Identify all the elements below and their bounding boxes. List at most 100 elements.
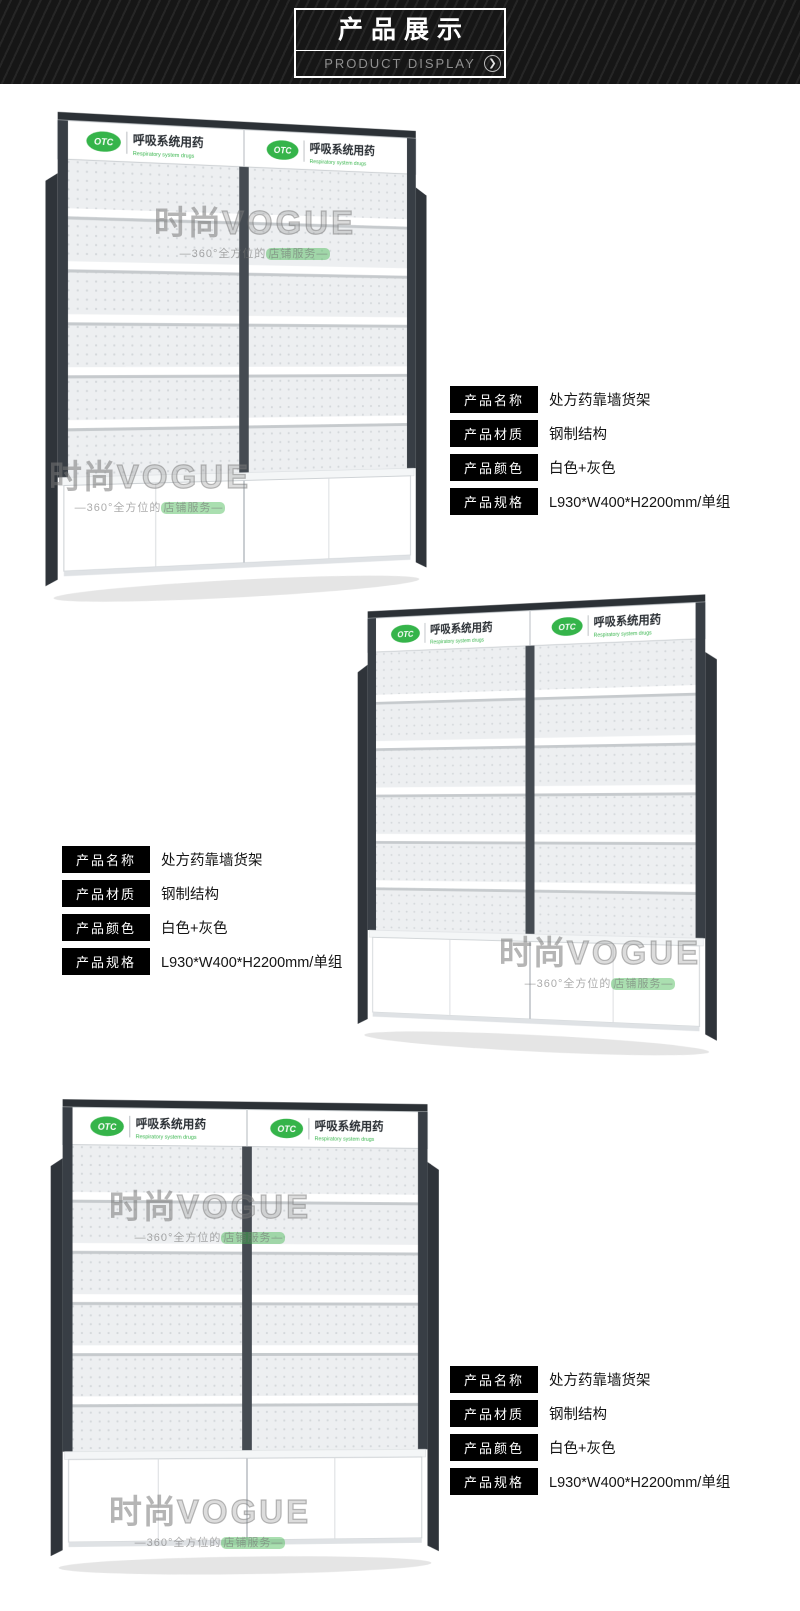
spec-row: 产品材质 钢制结构	[450, 1400, 760, 1427]
spec-row: 产品规格 L930*W400*H2200mm/单组	[450, 1468, 760, 1495]
sign-right: OTC 呼吸系统用药 Respiratory system drugs	[551, 613, 662, 639]
spec-row: 产品名称 处方药靠墙货架	[450, 386, 760, 413]
sign-left: OTC 呼吸系统用药 Respiratory system drugs	[90, 1115, 206, 1141]
post-right	[695, 602, 706, 939]
spec-label: 产品颜色	[450, 454, 538, 481]
spec-value: 白色+灰色	[549, 461, 616, 477]
spec-row: 产品颜色 白色+灰色	[62, 914, 372, 941]
sign-title: 呼吸系统用药	[430, 620, 493, 636]
spec-table-3: 产品名称 处方药靠墙货架 产品材质 钢制结构 产品颜色 白色+灰色 产品规格 L…	[450, 1366, 760, 1502]
spec-label: 产品规格	[450, 488, 538, 515]
spec-row: 产品名称 处方药靠墙货架	[62, 846, 372, 873]
sign-title: 呼吸系统用药	[133, 133, 204, 151]
subtitle-row: PRODUCT DISPLAY ❯	[296, 50, 504, 76]
post-center	[238, 166, 250, 474]
spec-value: 白色+灰色	[161, 921, 228, 937]
otc-logo	[266, 139, 299, 161]
sign-subtitle: Respiratory system drugs	[594, 630, 653, 639]
base-cabinet	[369, 930, 703, 1032]
otc-text: OTC	[278, 1124, 297, 1134]
sign-title: 呼吸系统用药	[594, 613, 662, 630]
spec-label: 产品名称	[62, 846, 150, 873]
sign-title: 呼吸系统用药	[315, 1119, 384, 1134]
spec-label: 产品规格	[450, 1468, 538, 1495]
spec-value: L930*W400*H2200mm/单组	[549, 1475, 731, 1491]
post-center	[242, 1146, 252, 1451]
sign-right: OTC 呼吸系统用药 Respiratory system drugs	[270, 1118, 384, 1144]
header-sign-band	[58, 120, 416, 174]
side-frame-right	[415, 187, 427, 568]
spec-value: 处方药靠墙货架	[549, 393, 651, 409]
spec-value: L930*W400*H2200mm/单组	[161, 955, 343, 971]
spec-row: 产品规格 L930*W400*H2200mm/单组	[450, 488, 760, 515]
header-sign-band	[63, 1107, 428, 1148]
spec-value: 钢制结构	[549, 1407, 607, 1423]
spec-row: 产品材质 钢制结构	[450, 420, 760, 447]
arrow-glyph: ❯	[488, 57, 497, 69]
spec-value: L930*W400*H2200mm/单组	[549, 495, 731, 511]
post-left	[57, 120, 68, 478]
page-title: 产品展示	[337, 16, 470, 44]
sign-title: 呼吸系统用药	[310, 142, 375, 159]
top-beam	[62, 1099, 428, 1112]
spec-label: 产品颜色	[62, 914, 150, 941]
floor-shadow	[58, 1554, 432, 1577]
header-sign-band	[368, 602, 706, 652]
title-box: 产品展示 PRODUCT DISPLAY ❯	[294, 8, 506, 78]
sign-subtitle: Respiratory system drugs	[136, 1134, 197, 1141]
sign-left: OTC 呼吸系统用药 Respiratory system drugs	[86, 130, 204, 160]
side-frame-right	[427, 1162, 439, 1552]
spec-label: 产品材质	[450, 420, 538, 447]
spec-label: 产品名称	[450, 386, 538, 413]
top-beam	[57, 111, 416, 139]
post-center	[526, 644, 534, 935]
spec-value: 白色+灰色	[549, 1441, 616, 1457]
shelves	[68, 1191, 422, 1408]
spec-table-2: 产品名称 处方药靠墙货架 产品材质 钢制结构 产品颜色 白色+灰色 产品规格 L…	[62, 846, 372, 982]
post-right	[407, 138, 416, 469]
post-left	[62, 1107, 73, 1452]
product-image-1: OTC 呼吸系统用药 Respiratory system drugs OTC …	[45, 101, 427, 613]
sign-subtitle: Respiratory system drugs	[133, 151, 195, 160]
otc-text: OTC	[98, 1122, 117, 1132]
otc-text: OTC	[397, 629, 413, 639]
header-banner: 产品展示 PRODUCT DISPLAY ❯	[0, 0, 800, 84]
sign-subtitle: Respiratory system drugs	[315, 1137, 375, 1144]
base-cabinet	[60, 468, 414, 577]
sign-subtitle: Respiratory system drugs	[310, 159, 367, 167]
top-beam	[367, 594, 706, 619]
spec-row: 产品名称 处方药靠墙货架	[450, 1366, 760, 1393]
spec-value: 处方药靠墙货架	[549, 1373, 651, 1389]
floor-shadow	[364, 1026, 710, 1061]
post-right	[417, 1111, 428, 1450]
side-frame-left	[45, 172, 58, 587]
arrow-circle-icon: ❯	[484, 55, 501, 72]
product-image-2: OTC 呼吸系统用药 Respiratory system drugs OTC …	[357, 584, 718, 1066]
spec-value: 钢制结构	[549, 427, 607, 443]
spec-row: 产品颜色 白色+灰色	[450, 1434, 760, 1461]
sign-subtitle: Respiratory system drugs	[430, 637, 484, 645]
spec-row: 产品规格 L930*W400*H2200mm/单组	[62, 948, 372, 975]
spec-label: 产品名称	[450, 1366, 538, 1393]
spec-row: 产品颜色 白色+灰色	[450, 454, 760, 481]
sign-left: OTC 呼吸系统用药 Respiratory system drugs	[391, 620, 493, 646]
otc-logo	[86, 130, 121, 153]
spec-row: 产品材质 钢制结构	[62, 880, 372, 907]
spec-label: 产品颜色	[450, 1434, 538, 1461]
shelf-render-1: OTC 呼吸系统用药 Respiratory system drugs OTC …	[45, 111, 427, 608]
page-subtitle: PRODUCT DISPLAY	[324, 56, 476, 71]
shelf-render-3: OTC 呼吸系统用药 Respiratory system drugs OTC …	[50, 1099, 439, 1577]
base-cabinet	[65, 1449, 426, 1548]
otc-text: OTC	[274, 145, 292, 156]
spec-value: 处方药靠墙货架	[161, 853, 263, 869]
side-frame-right	[705, 651, 717, 1041]
side-frame-left	[50, 1158, 63, 1557]
otc-text: OTC	[558, 622, 575, 632]
otc-text: OTC	[94, 137, 114, 148]
sign-right: OTC 呼吸系统用药 Respiratory system drugs	[266, 139, 375, 167]
otc-logo	[90, 1116, 124, 1137]
spec-label: 产品材质	[450, 1400, 538, 1427]
spec-label: 产品规格	[62, 948, 150, 975]
spec-value: 钢制结构	[161, 887, 219, 903]
